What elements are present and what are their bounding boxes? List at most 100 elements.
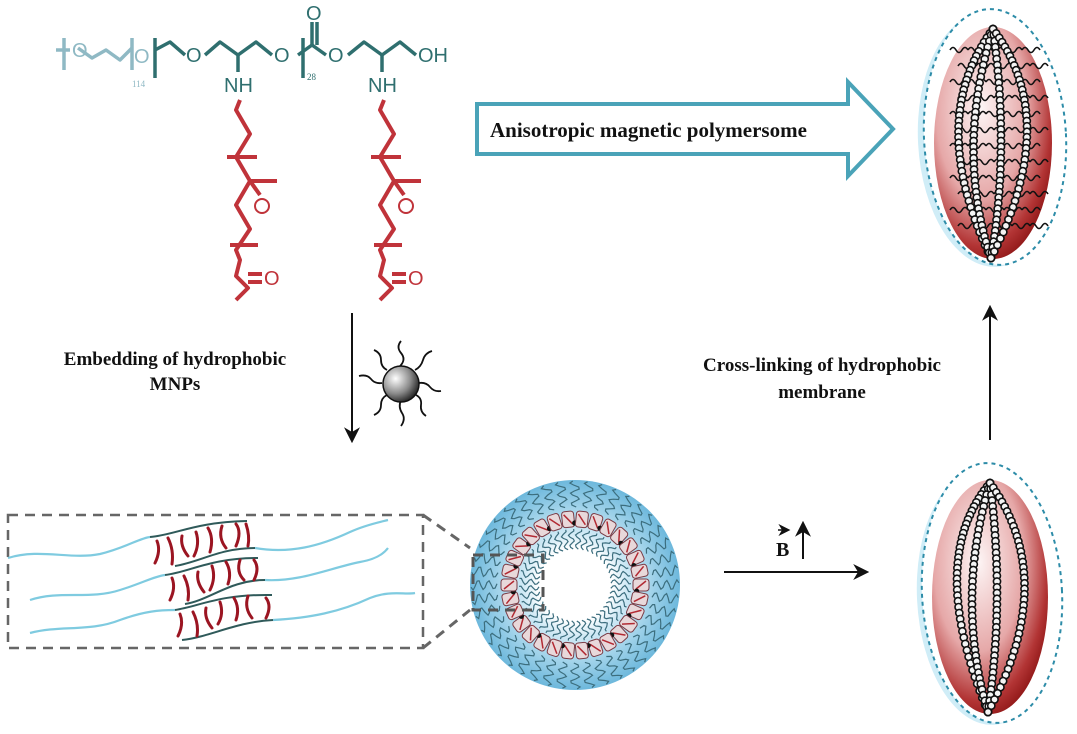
corona-chain — [470, 579, 498, 592]
corona-chain — [494, 517, 518, 536]
hydrophobic-segment — [540, 635, 544, 649]
epoxide-oxygen-1 — [254, 198, 270, 214]
corona-chain — [594, 484, 607, 511]
hydrophobic-segment — [577, 513, 586, 526]
lumen-chain — [591, 616, 603, 636]
lumen-chain — [599, 609, 614, 627]
peg-oxygen-1: O — [72, 40, 88, 62]
lumen-chain — [595, 541, 612, 557]
outline-arrow-shape — [475, 77, 896, 181]
lumen-chain — [608, 563, 629, 574]
epoxide-oxygen-2 — [398, 198, 414, 214]
lumen-chain — [526, 555, 545, 569]
lumen-chain — [533, 609, 551, 624]
hydrophobic-segment — [628, 609, 642, 615]
carbonate-repeat-subscript: 28 — [307, 72, 317, 82]
lumen-chain — [580, 530, 591, 551]
lumen-chain — [610, 584, 631, 593]
crosslink-chain — [949, 46, 969, 54]
dashed-outline — [922, 8, 1068, 266]
corona-chain — [527, 491, 545, 515]
hydrophobic-segment — [621, 622, 635, 625]
lumen-chain — [595, 613, 608, 632]
hydrophobic-segment — [519, 617, 525, 631]
bilayer-lines — [149, 520, 274, 641]
lumen-chain — [519, 591, 541, 600]
crosslink-chain — [975, 158, 995, 166]
hydrophobic-chains — [153, 522, 271, 638]
hydrophobic-segment — [511, 605, 519, 618]
anisotropic-arrow: Anisotropic magnetic polymersome — [475, 77, 896, 181]
hydrophobic-segment — [592, 515, 599, 529]
hydrophobic-segment — [524, 534, 538, 538]
crosslink-chain — [1029, 62, 1049, 70]
corona-chain — [543, 659, 556, 686]
hydrophobic-segment — [529, 627, 532, 641]
carbonyl-oxygen: O — [306, 3, 322, 25]
crosslink-chain — [1021, 78, 1041, 86]
embedding-label-line1: Embedding of hydrophobic — [64, 349, 286, 370]
zoom-connector-top — [422, 513, 471, 550]
corona-chain — [582, 661, 596, 689]
corona-chain — [639, 524, 662, 544]
crosslink-chain — [1003, 110, 1023, 118]
lumen-chain — [523, 562, 542, 574]
peg-oxygen-2: O — [134, 46, 150, 68]
hydrophobic-segment — [504, 567, 517, 575]
corona-chain — [488, 626, 511, 646]
corona-chain — [632, 513, 653, 536]
hydrophilic-chains — [7, 518, 416, 635]
corona-chain — [582, 481, 594, 509]
corona-chain — [474, 553, 501, 566]
hydrophobic-segment — [563, 514, 574, 525]
nanoparticle-chains — [954, 24, 1032, 263]
corona-chain — [507, 642, 526, 666]
crosslinked-polymersome — [917, 8, 1068, 267]
hydrophobic-segment — [631, 552, 639, 565]
side-chain-2 — [371, 99, 421, 302]
hydrophobic-segment — [551, 641, 558, 655]
corona-chain — [645, 614, 672, 630]
corona-chain — [614, 495, 632, 521]
lumen-chain — [521, 596, 542, 607]
lumen-chain — [518, 584, 540, 593]
side-chain-1 — [227, 99, 277, 302]
ketone-oxygen-1: O — [264, 268, 280, 290]
crosslink-chain — [1029, 158, 1049, 166]
crosslink-chain — [1029, 190, 1049, 198]
lumen-chain — [528, 605, 547, 618]
lumen-chain — [519, 577, 540, 586]
crosslink-chain — [949, 206, 969, 214]
zoom-box — [6, 513, 425, 650]
hydrophobic-segment — [505, 593, 516, 605]
peg-repeat-subscript: 114 — [132, 79, 146, 89]
corona-chain — [568, 480, 581, 508]
hydrophobic-segment — [576, 645, 587, 656]
lumen-chain — [586, 618, 597, 639]
zoom-connector-bottom — [422, 608, 471, 650]
spherical-polymersome — [470, 480, 680, 690]
corona-chains — [470, 480, 680, 690]
corona-chain — [503, 507, 526, 528]
amine-2: NH — [368, 75, 397, 97]
crosslink-label-line1: Cross-linking of hydrophobic — [703, 355, 941, 376]
lumen-chain — [609, 570, 631, 579]
crosslink-step: Cross-linking of hydrophobic membrane — [703, 304, 998, 440]
amine-1: NH — [224, 75, 253, 97]
crosslink-chain — [975, 126, 995, 134]
lumen-chain — [610, 577, 632, 586]
corona-chain — [514, 498, 534, 521]
hydrophobic-segment — [508, 555, 522, 561]
peg-block — [56, 38, 134, 70]
backbone-oxygen-1: O — [186, 45, 202, 67]
nanoparticle-chains — [952, 478, 1029, 717]
lumen-chain — [603, 552, 622, 565]
hydrophobic-segment — [606, 521, 610, 535]
corona-chain — [604, 488, 620, 515]
corona-chain — [649, 550, 675, 566]
corona-chain — [540, 485, 556, 511]
membrane-detail — [6, 513, 471, 650]
embedding-step: Embedding of hydrophobic MNPs — [64, 313, 442, 444]
crosslink-chain — [1029, 126, 1049, 134]
